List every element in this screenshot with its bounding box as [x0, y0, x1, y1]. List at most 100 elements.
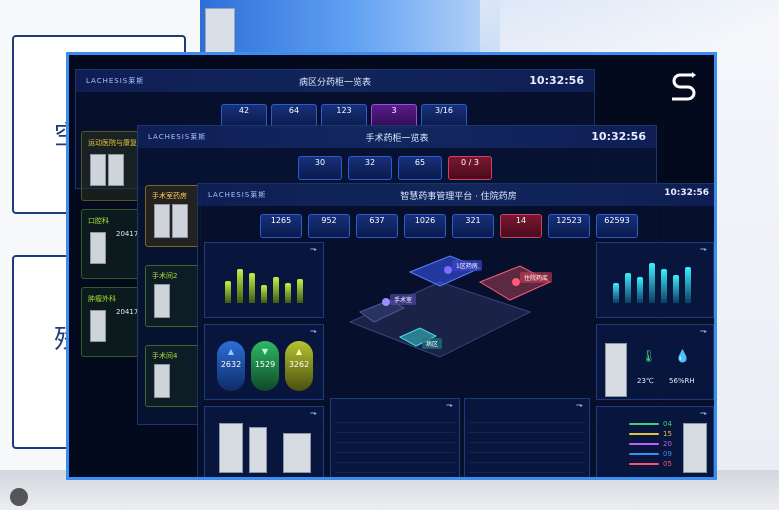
- bar: [237, 269, 243, 303]
- stat-tile[interactable]: 321: [452, 214, 494, 238]
- ward-card[interactable]: 口腔科 20417: [81, 209, 139, 279]
- surgery-room-card[interactable]: 手术间2: [145, 265, 201, 327]
- table-row[interactable]: [335, 413, 455, 423]
- more-link-icon[interactable]: ━▸: [310, 246, 317, 253]
- more-link-icon[interactable]: ━▸: [700, 246, 707, 253]
- ward-name: 口腔科: [88, 217, 109, 225]
- stat-tile[interactable]: 637: [356, 214, 398, 238]
- inventory-bar: [629, 453, 659, 455]
- surgery-room-card[interactable]: 手术间4: [145, 345, 201, 407]
- more-link-icon[interactable]: ━▸: [310, 328, 317, 335]
- table-row[interactable]: [469, 413, 585, 423]
- stat-tile-alert[interactable]: 14: [500, 214, 542, 238]
- table-row[interactable]: [335, 453, 455, 463]
- more-link-icon[interactable]: ━▸: [700, 410, 707, 417]
- bar: [613, 283, 619, 303]
- brand-logo: LACHESIS莱斯: [86, 77, 145, 85]
- bar: [285, 283, 291, 303]
- data-table-right: ━▸: [464, 398, 590, 477]
- counter-pill[interactable]: ▼ 1529: [251, 341, 279, 391]
- workload-chart-card: ━▸: [596, 242, 714, 318]
- cabinet-thumb: [154, 284, 170, 318]
- bar: [685, 267, 691, 303]
- cabinet-thumb: [172, 204, 188, 238]
- data-table-left: ━▸: [330, 398, 460, 477]
- panel-header: [138, 126, 656, 148]
- stat-tile[interactable]: 62593: [596, 214, 638, 238]
- table-row[interactable]: [335, 423, 455, 433]
- bar: [249, 273, 255, 303]
- room-name: 手术间2: [152, 272, 178, 280]
- stat-tile[interactable]: 42: [221, 104, 267, 128]
- more-link-icon[interactable]: ━▸: [576, 402, 583, 409]
- bar: [637, 277, 643, 303]
- inventory-bar: [629, 423, 659, 425]
- counter-pill[interactable]: ▲ 2632: [217, 341, 245, 391]
- map-label: 住院药库: [520, 272, 553, 283]
- stat-tile[interactable]: 32: [348, 156, 392, 180]
- table-row[interactable]: [469, 463, 585, 473]
- map-marker-icon: [382, 298, 390, 306]
- more-link-icon[interactable]: ━▸: [446, 402, 453, 409]
- bar: [649, 263, 655, 303]
- table-row[interactable]: [469, 423, 585, 433]
- cabinet-image[interactable]: [219, 423, 243, 473]
- stat-tile[interactable]: 30: [298, 156, 342, 180]
- inventory-bar: [629, 443, 659, 445]
- ward-name: 肿瘤外科: [88, 295, 116, 303]
- stat-tile-alert[interactable]: 3: [371, 104, 417, 128]
- cabinet-image[interactable]: [249, 427, 267, 473]
- table-row[interactable]: [335, 433, 455, 443]
- more-link-icon[interactable]: ━▸: [310, 410, 317, 417]
- bar: [225, 281, 231, 303]
- thermometer-icon: 🌡: [641, 349, 657, 363]
- bar: [673, 275, 679, 303]
- panel-title: 智慧药事管理平台 · 住院药房: [400, 192, 517, 202]
- ward-name: 运动医院与康复: [88, 139, 137, 147]
- cabinet-image[interactable]: [683, 423, 707, 473]
- more-link-icon[interactable]: ━▸: [700, 328, 707, 335]
- brand-logo: LACHESIS莱斯: [148, 133, 207, 141]
- cabinet-thumb: [90, 154, 106, 186]
- stat-tile[interactable]: 952: [308, 214, 350, 238]
- pharmacy-3d-map[interactable]: 1区药房 住院药库 手术室 病区: [330, 242, 590, 392]
- table-row[interactable]: [469, 443, 585, 453]
- bar: [661, 269, 667, 303]
- table-row[interactable]: [469, 453, 585, 463]
- stat-tile-alert[interactable]: 0 / 3: [448, 156, 492, 180]
- clock: 10:32:56: [664, 188, 709, 198]
- stat-tile[interactable]: 1026: [404, 214, 446, 238]
- trend-icon: ▲: [227, 347, 235, 356]
- cabinet-thumb: [90, 232, 106, 264]
- cabinet-image[interactable]: [283, 433, 311, 473]
- cabinet-thumb: [154, 364, 170, 398]
- ward-card[interactable]: 运动医院与康复: [81, 131, 139, 201]
- panel-header: [76, 70, 594, 92]
- room-name: 手术室药房: [152, 192, 187, 200]
- stat-tile[interactable]: 12523: [548, 214, 590, 238]
- temperature-value: 23℃: [637, 377, 654, 385]
- map-marker-icon: [512, 278, 520, 286]
- table-row[interactable]: [335, 463, 455, 473]
- light-beam: [480, 0, 779, 55]
- table-row[interactable]: [335, 443, 455, 453]
- panel-title: 手术药柜一览表: [365, 134, 429, 144]
- cabinet-overview-card: ━▸: [204, 406, 324, 477]
- surgery-room-card[interactable]: 手术室药房: [145, 185, 201, 247]
- table-row[interactable]: [469, 433, 585, 443]
- panel-header: [198, 184, 714, 206]
- inventory-bar: [629, 433, 659, 435]
- ward-card[interactable]: 肿瘤外科 20417: [81, 287, 139, 357]
- bar: [273, 277, 279, 303]
- map-marker-icon: [444, 266, 452, 274]
- counter-pill[interactable]: ▲ 3262: [285, 341, 313, 391]
- cabinet-image[interactable]: [605, 343, 627, 397]
- trend-icon: ▲: [295, 347, 303, 356]
- pharmacy-platform-panel: LACHESIS莱斯 智慧药事管理平台 · 住院药房 10:32:56 1265…: [197, 183, 714, 477]
- room-name: 手术间4: [152, 352, 178, 360]
- stat-tile[interactable]: 123: [321, 104, 367, 128]
- stat-tile[interactable]: 65: [398, 156, 442, 180]
- counter-card: ━▸ ▲ 2632 ▼ 1529 ▲ 3262: [204, 324, 324, 400]
- stat-tile[interactable]: 1265: [260, 214, 302, 238]
- ward-count: 20417: [116, 230, 139, 238]
